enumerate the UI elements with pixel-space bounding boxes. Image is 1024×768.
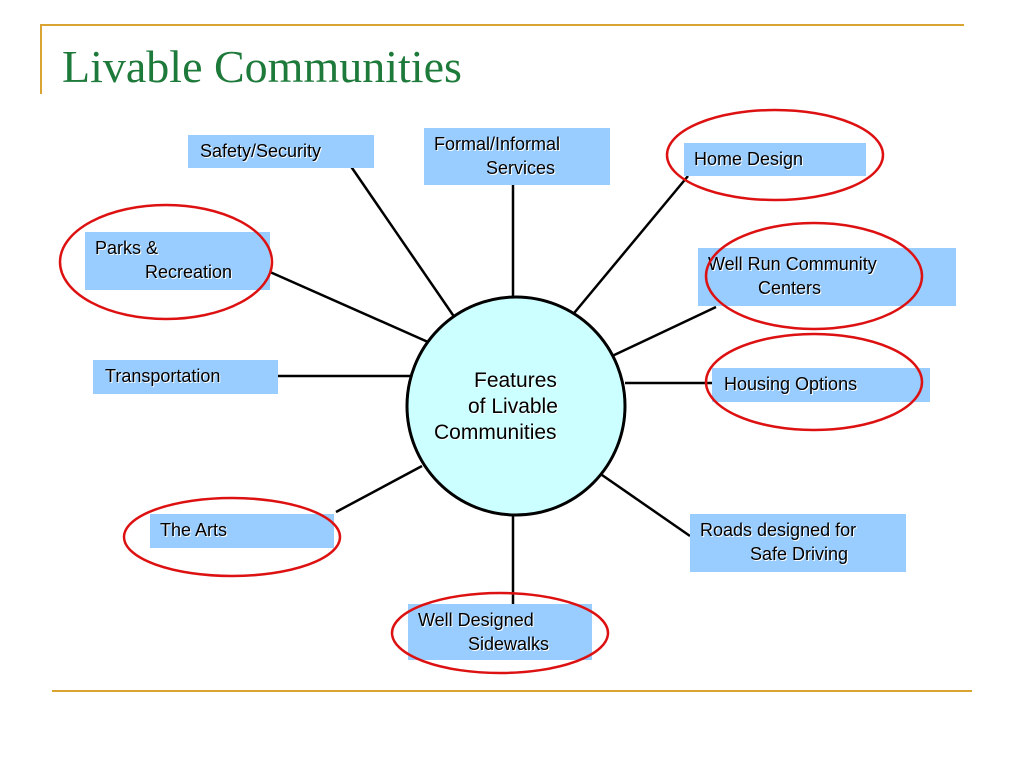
top-border bbox=[40, 24, 964, 26]
feature-box-sidewalks: Well Designed Sidewalks bbox=[408, 604, 592, 660]
feature-box-arts: The Arts bbox=[150, 514, 334, 548]
hub-label-line: of Livable bbox=[468, 395, 558, 418]
feature-label: Sidewalks bbox=[468, 634, 550, 654]
feature-label: Services bbox=[486, 158, 556, 178]
feature-label: Well Run Community bbox=[708, 254, 877, 274]
left-border bbox=[40, 24, 42, 94]
feature-label: Safe Driving bbox=[750, 544, 849, 564]
feature-label: Safety/Security bbox=[200, 141, 322, 161]
highlight-ellipse-sidewalks bbox=[390, 591, 610, 675]
feature-label: Recreation bbox=[145, 262, 233, 282]
feature-label: Home Design bbox=[694, 149, 804, 169]
connector-arts bbox=[335, 464, 423, 514]
feature-label: Roads designed for bbox=[700, 520, 857, 540]
connector-home-design bbox=[569, 175, 689, 319]
highlight-ellipse-home-design bbox=[665, 108, 885, 202]
highlight-ellipse-arts bbox=[122, 496, 342, 578]
highlight-ellipse-housing bbox=[704, 332, 924, 432]
feature-box-community: Well Run Community Centers bbox=[698, 248, 956, 306]
bottom-border bbox=[52, 690, 972, 692]
feature-label: Parks & bbox=[95, 238, 159, 258]
slide-title: Livable Communities bbox=[62, 41, 462, 92]
feature-box-safety: Safety/Security bbox=[188, 135, 374, 168]
hub-label-line: Features bbox=[474, 369, 557, 392]
feature-label: Formal/Informal bbox=[434, 134, 561, 154]
hub-circle bbox=[405, 295, 627, 517]
feature-box-roads: Roads designed for Safe Driving bbox=[690, 514, 906, 572]
feature-box-housing: Housing Options bbox=[712, 368, 930, 402]
connector-safety bbox=[348, 164, 457, 319]
connector-parks bbox=[269, 270, 429, 344]
feature-box-transportation: Transportation bbox=[93, 360, 278, 394]
hub-label-line: Communities bbox=[434, 421, 557, 444]
highlight-ellipse-parks bbox=[58, 203, 274, 321]
feature-box-parks: Parks & Recreation bbox=[85, 232, 270, 290]
connector-roads bbox=[601, 473, 691, 538]
feature-label: Well Designed bbox=[418, 610, 534, 630]
hub-label: Features of Livable Communities bbox=[430, 368, 598, 446]
connector-community bbox=[609, 305, 717, 359]
feature-label: Centers bbox=[758, 278, 822, 298]
feature-box-home-design: Home Design bbox=[684, 143, 866, 176]
feature-label: Housing Options bbox=[724, 374, 858, 394]
feature-label: The Arts bbox=[160, 520, 228, 540]
feature-box-services: Formal/Informal Services bbox=[424, 128, 610, 185]
highlight-ellipse-community bbox=[704, 221, 924, 331]
feature-label: Transportation bbox=[105, 366, 221, 386]
